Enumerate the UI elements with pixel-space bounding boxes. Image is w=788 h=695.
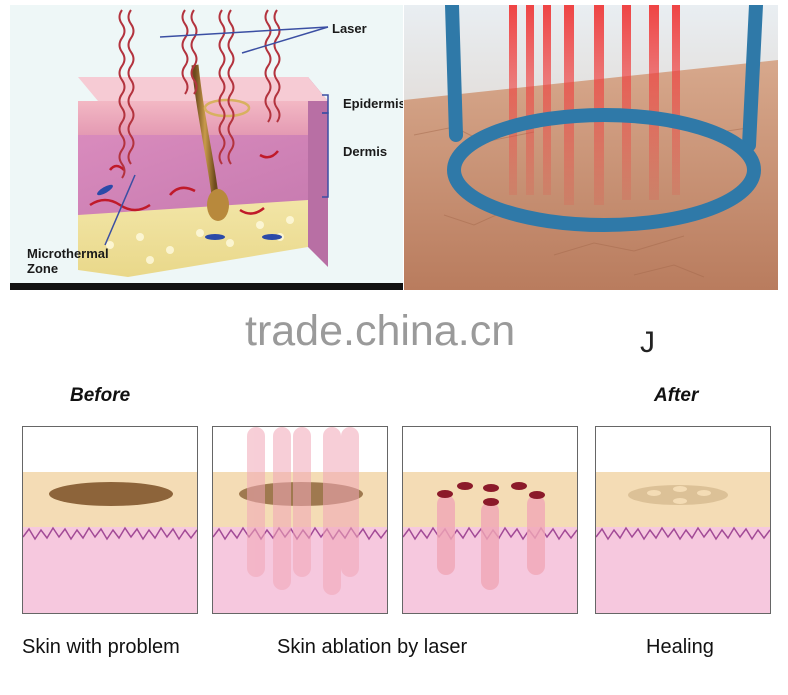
laser-beams — [509, 5, 680, 205]
block-side-face — [308, 77, 328, 267]
stage-ablation-columns — [402, 426, 578, 614]
stage-2-illustration — [213, 427, 387, 613]
ablation-dots — [437, 482, 545, 506]
stage-laser-beams — [212, 426, 388, 614]
block-top-surface — [78, 77, 328, 101]
blue-vessels — [97, 184, 282, 240]
annotation-lines — [104, 26, 329, 246]
before-title: Before — [70, 385, 131, 406]
watermark-text: trade.china.cn — [245, 307, 516, 355]
pigment-spot — [49, 482, 173, 506]
dermis-wave-edge — [23, 526, 197, 541]
label-epidermis: Epidermis — [343, 96, 403, 111]
stage-healing — [595, 426, 771, 614]
follicle-ring — [203, 98, 251, 118]
epidermis-layer — [78, 101, 308, 135]
hair-bulb — [207, 189, 229, 221]
hair-shaft — [191, 64, 219, 196]
stage-3-illustration — [403, 472, 577, 613]
fat-layer — [78, 200, 308, 277]
caption-skin-with-problem: Skin with problem — [22, 636, 180, 658]
skin-cross-section-diagram: Laser Epidermis Dermis Microthermal Zone — [10, 5, 403, 290]
after-title: After — [654, 385, 699, 406]
stage-1-illustration — [23, 472, 197, 613]
blood-vessels — [89, 150, 279, 215]
label-dermis: Dermis — [343, 144, 388, 159]
healed-holes — [647, 486, 711, 504]
label-microthermal-zone: Microthermal Zone — [27, 246, 109, 276]
caption-skin-ablation: Skin ablation by laser — [277, 636, 468, 658]
faded-spot — [628, 485, 728, 505]
stray-glyph: J — [640, 326, 655, 359]
label-laser: Laser — [332, 21, 367, 36]
skin-cross-section-illustration — [10, 9, 403, 290]
stage-4-illustration — [596, 472, 770, 613]
baseline-bar — [10, 283, 403, 290]
laser-hoop-illustration — [404, 5, 778, 290]
dermis-band — [23, 527, 197, 613]
ablation-columns — [437, 495, 545, 590]
blue-hoop — [445, 5, 763, 232]
laser-hoop-artwork — [404, 5, 778, 290]
laser-beam-columns — [247, 427, 359, 595]
stage-skin-with-problem — [22, 426, 198, 614]
caption-healing: Healing — [646, 636, 714, 658]
laser-waves — [118, 9, 281, 179]
